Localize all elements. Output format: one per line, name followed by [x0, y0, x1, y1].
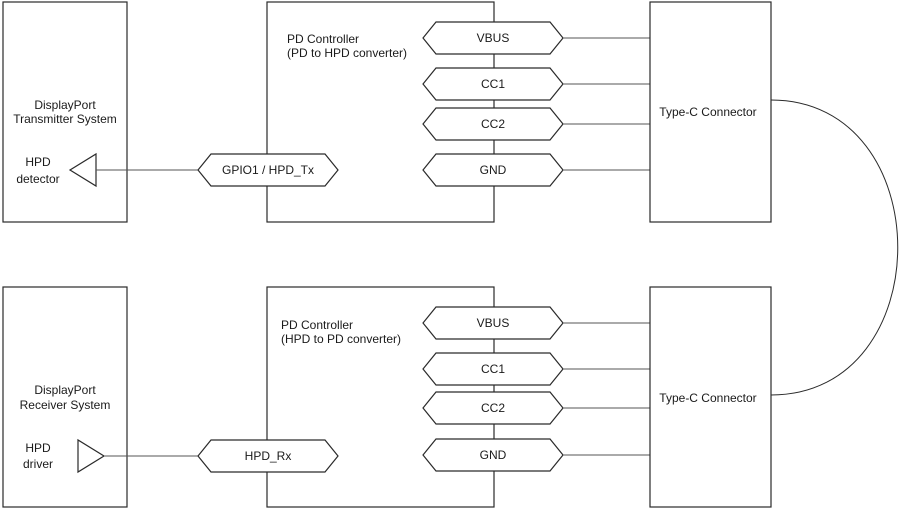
hpd-rx-pin-label: HPD_Rx: [245, 449, 292, 463]
dp-receiver-label-line2: Receiver System: [20, 398, 111, 412]
cc1-pin-bottom-label: CC1: [481, 362, 505, 376]
hpd-rx-pin: [197, 439, 339, 473]
gnd-pin-bottom-label: GND: [480, 448, 507, 462]
hpd-driver-label-line2: driver: [23, 457, 53, 471]
dp-receiver-label-line1: DisplayPort: [34, 383, 96, 397]
dp-transmitter-label-line1: DisplayPort: [34, 98, 96, 112]
hpd-driver-triangle-icon: [77, 438, 106, 474]
cc2-pin-bottom-label: CC2: [481, 401, 505, 415]
type-c-connector-bottom-box: [649, 286, 772, 508]
vbus-pin-top-label: VBUS: [477, 31, 510, 45]
hpd-detector-label-line1: HPD: [25, 155, 51, 169]
hpd-detector-label-line2: detector: [16, 172, 59, 186]
gpio1-hpd-tx-pin-label: GPIO1 / HPD_Tx: [222, 163, 314, 177]
pd-controller-bottom-label-line1: PD Controller: [281, 318, 353, 332]
gnd-pin-top-label: GND: [480, 163, 507, 177]
bottom-system: DisplayPort Receiver System HPD driver P…: [2, 286, 772, 508]
top-system: DisplayPort Transmitter System HPD detec…: [2, 1, 772, 223]
gpio1-hpd-tx-pin: [197, 153, 339, 187]
dp-receiver-box: [2, 286, 128, 508]
type-c-connector-top-label: Type-C Connector: [659, 105, 756, 119]
dp-transmitter-box: [2, 1, 128, 223]
cc1-pin-top-label: CC1: [481, 77, 505, 91]
type-c-cable: [770, 99, 899, 396]
pd-controller-top-label-line1: PD Controller: [287, 32, 359, 46]
cc2-pin-top-label: CC2: [481, 117, 505, 131]
dp-transmitter-label-line2: Transmitter System: [13, 112, 117, 126]
type-c-connector-bottom-label: Type-C Connector: [659, 391, 756, 405]
vbus-pin-bottom-label: VBUS: [477, 316, 510, 330]
type-c-connector-top-box: [649, 1, 772, 223]
pd-controller-bottom-label-line2: (HPD to PD converter): [281, 332, 401, 346]
hpd-driver-label-line1: HPD: [25, 441, 51, 455]
pd-controller-top-label-line2: (PD to HPD converter): [287, 46, 407, 60]
